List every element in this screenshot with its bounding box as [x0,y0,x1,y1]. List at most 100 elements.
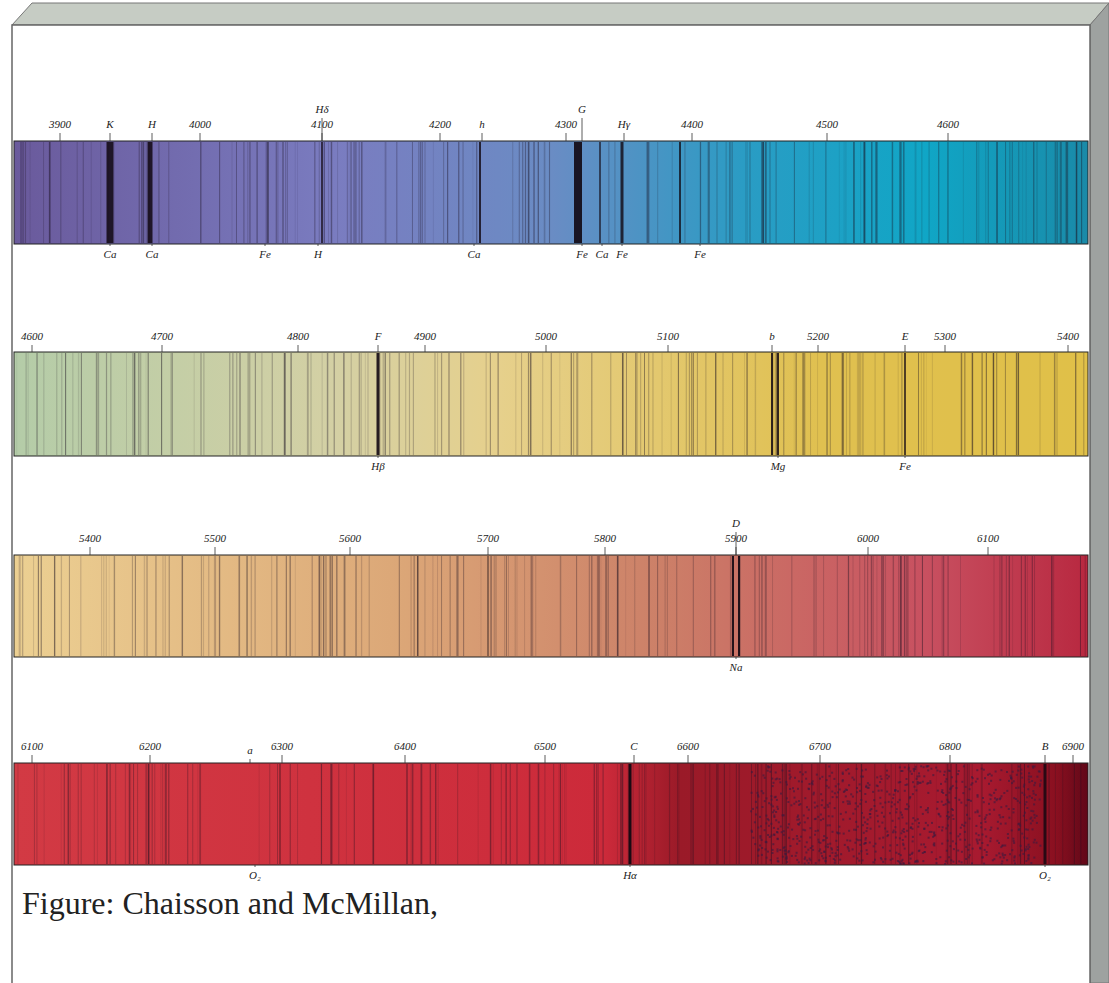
band-texture [1009,853,1011,855]
absorption-line [594,764,595,864]
band-texture [947,818,949,820]
band-texture [886,835,888,837]
spectrum-label: 6900 [1062,740,1084,753]
absorption-line [678,764,679,864]
tick-mark [634,755,635,763]
band-texture [786,856,788,858]
absorption-line [845,142,846,243]
band-texture [856,857,858,859]
band-texture [1034,839,1036,841]
spectrum-label: 6700 [809,740,831,753]
absorption-line [647,142,648,243]
absorption-line [622,353,623,455]
band-texture [899,781,901,783]
absorption-line [776,142,777,243]
band-texture [783,834,785,836]
band-texture [859,783,861,785]
spectrum-label: 6800 [939,740,961,753]
absorption-line [626,353,627,455]
absorption-line [948,556,949,656]
absorption-line [161,353,162,455]
absorption-line [249,142,250,243]
band-texture [808,862,810,864]
band-texture [902,817,904,819]
tick-mark [482,133,483,141]
absorption-line [330,556,331,656]
band-texture [774,834,776,836]
absorption-line [809,142,810,243]
band-texture [983,769,985,771]
band-texture [794,797,796,799]
band-texture [751,792,753,794]
absorption-line [982,353,983,455]
band-texture [999,856,1001,858]
absorption-line [1080,556,1081,656]
band-texture [894,790,896,792]
absorption-line [1025,556,1026,656]
absorption-line [49,142,50,243]
band-texture [781,831,783,833]
band-texture [948,792,950,794]
band-texture [1027,788,1029,790]
band-texture [833,858,835,860]
band-texture [975,825,977,827]
band-texture [775,796,777,798]
band-texture [829,843,831,845]
band-texture [982,856,984,858]
band-texture [995,789,997,791]
band-texture [1017,770,1019,772]
absorption-line [744,353,745,455]
band-texture [770,823,772,825]
band-texture [987,844,989,846]
band-texture [832,831,834,833]
band-texture [984,828,986,830]
band-texture [909,770,911,772]
absorption-line [1005,353,1006,455]
absorption-line [413,556,414,656]
absorption-line [892,142,893,243]
absorption-line [996,353,997,455]
absorption-line [801,764,802,864]
band-texture [1024,803,1026,805]
band-texture [910,826,912,828]
absorption-line [165,556,166,656]
band-texture [928,837,930,839]
absorption-line [761,764,762,864]
absorption-line [239,556,240,656]
band-texture [1014,855,1016,857]
band-texture [1023,784,1025,786]
tick-mark [772,345,773,352]
band-texture [845,769,847,771]
band-texture [936,808,938,810]
absorption-line [849,353,850,455]
fraunhofer-line [377,353,380,455]
band-texture [877,815,879,817]
band-texture [983,863,985,865]
band-texture [1032,810,1034,812]
band-texture [903,863,905,865]
band-texture [931,822,933,824]
band-texture [872,791,874,793]
band-texture [856,787,858,789]
absorption-line [36,764,37,864]
band-texture [1019,825,1021,827]
band-texture [902,862,904,864]
absorption-line [530,353,531,455]
absorption-line [418,556,419,656]
spectrum-strip [14,352,1088,456]
absorption-line [545,142,546,243]
band-texture [1001,795,1003,797]
band-texture [770,804,772,806]
band-texture [837,849,839,851]
band-texture [876,776,878,778]
band-texture [777,857,779,859]
band-texture [822,839,824,841]
spectrum-label: 6000 [857,532,879,545]
band-texture [849,840,851,842]
absorption-line [56,353,57,455]
absorption-line [794,142,795,243]
band-texture [866,853,868,855]
band-texture [935,858,937,860]
fraunhofer-line [321,142,323,243]
absorption-line [369,556,370,656]
